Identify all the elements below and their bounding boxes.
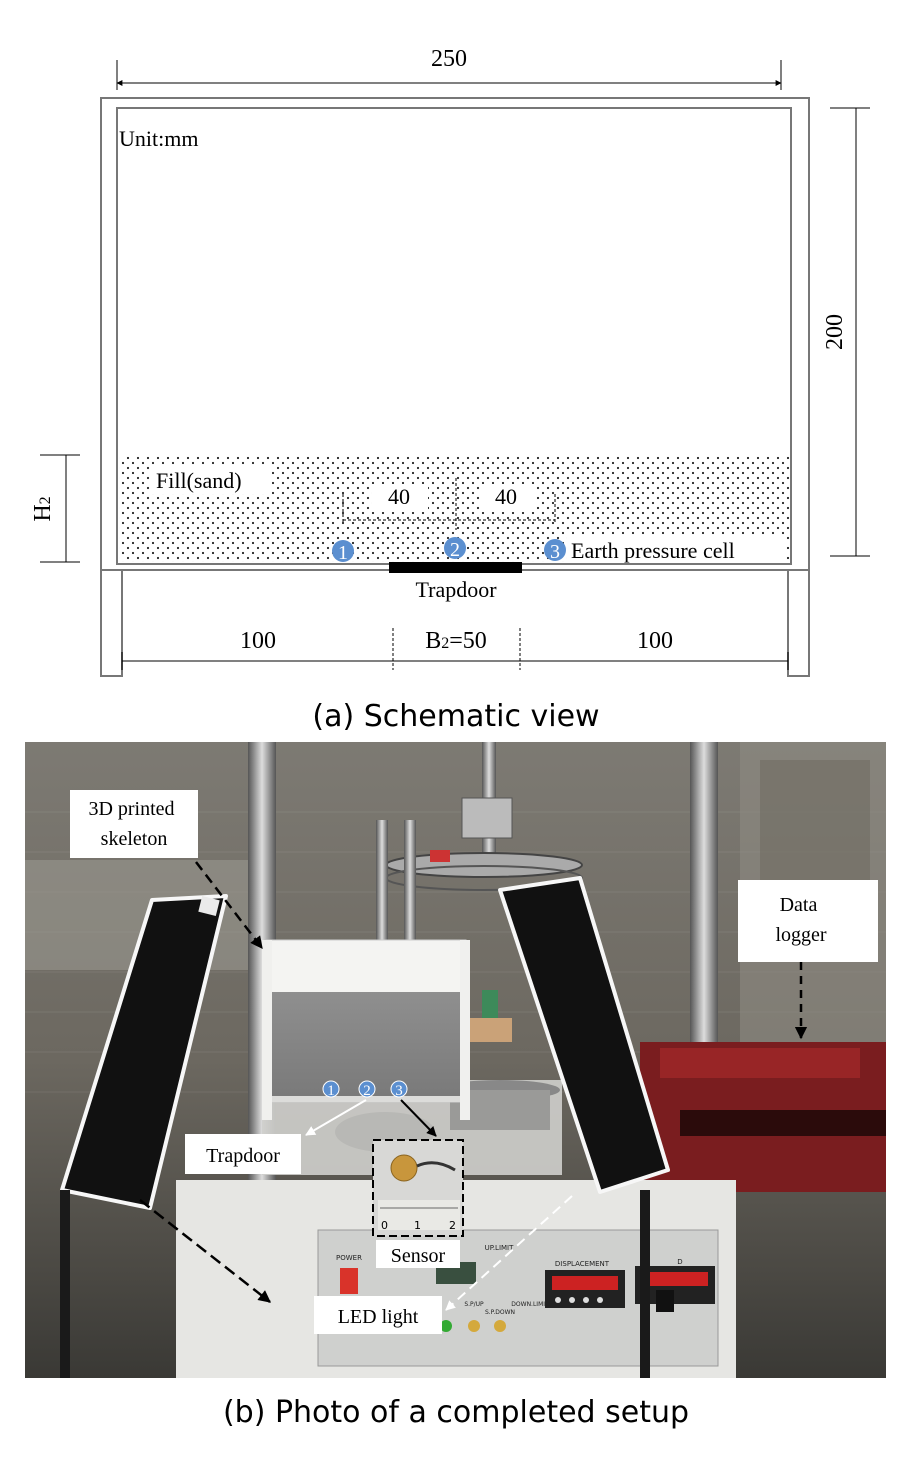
- ruler-tick-1: 1: [414, 1219, 421, 1232]
- callout-skeleton: 3D printed skeleton: [88, 798, 179, 850]
- setup-photo: POWER UP.LIMIT DISPLACEMENT D S.P/UP S.P…: [25, 742, 886, 1430]
- sensor-2: 2: [444, 537, 466, 561]
- sensor-3-legend: 3: [544, 539, 566, 563]
- callout-led-group: LED light: [139, 1195, 573, 1334]
- panel-uplimit-label: UP.LIMIT: [485, 1244, 515, 1252]
- trapdoor-bar: [389, 562, 522, 573]
- fill-height-label: H2: [30, 496, 56, 521]
- bottom-span-dimensions: 100 B2=50 100: [121, 628, 789, 670]
- svg-text:2: 2: [363, 1083, 371, 1099]
- right-span-label: 100: [637, 628, 673, 654]
- panel-load-label: D: [677, 1258, 682, 1266]
- svg-text:1: 1: [327, 1083, 335, 1099]
- svg-text:1: 1: [338, 542, 348, 564]
- trapdoor-span-label: B2=50: [425, 628, 487, 654]
- sensor-1: 1: [332, 540, 354, 564]
- callout-data-logger: Data logger: [775, 894, 826, 946]
- panel-spup-label: S.P/UP: [464, 1301, 484, 1308]
- callout-data-logger-line2: logger: [775, 924, 826, 946]
- led-panel-right: [498, 876, 670, 1194]
- svg-text:3: 3: [395, 1083, 403, 1099]
- height-dimension: 200: [822, 107, 870, 557]
- ruler-tick-0: 0: [381, 1219, 388, 1232]
- fill-height-dimension: H2: [30, 454, 80, 563]
- callout-skeleton-line2: skeleton: [101, 828, 168, 850]
- svg-text:3: 3: [550, 541, 560, 563]
- fill-label: Fill(sand): [156, 468, 242, 493]
- height-dimension-label: 200: [822, 314, 848, 350]
- trapdoor-label: Trapdoor: [415, 577, 497, 602]
- callout-data-logger-group: Data logger: [738, 880, 878, 1040]
- svg-text:2: 2: [450, 539, 460, 561]
- caption-a: (a) Schematic view: [312, 699, 599, 734]
- unit-label: Unit:mm: [119, 126, 198, 151]
- callout-data-logger-line1: Data: [780, 894, 818, 916]
- schematic-diagram: 250 Unit:mm Fill(sand) 40 40: [30, 46, 870, 734]
- panel-displacement-label: DISPLACEMENT: [555, 1260, 610, 1268]
- callout-led-light: LED light: [338, 1306, 419, 1328]
- callout-skeleton-line1: 3D printed: [88, 798, 174, 820]
- width-dimension: 250: [116, 46, 782, 90]
- panel-power-label: POWER: [336, 1254, 362, 1262]
- panel-downlimit-label: DOWN.LIMIT: [511, 1301, 549, 1308]
- photo-sensor-markers: 1 2 3: [322, 1080, 408, 1099]
- callout-trapdoor-group: Trapdoor: [185, 1099, 367, 1174]
- panel-spdown-label: S.P.DOWN: [485, 1309, 515, 1316]
- caption-b: (b) Photo of a completed setup: [223, 1395, 689, 1430]
- callout-sensor: Sensor: [391, 1245, 446, 1267]
- width-dimension-label: 250: [431, 46, 467, 72]
- sensor-spacing-left-label: 40: [388, 484, 410, 509]
- printed-box: [262, 939, 470, 1120]
- sensor-spacing-dimensions: 40 40: [342, 478, 556, 530]
- left-span-label: 100: [240, 628, 276, 654]
- sensor-spacing-right-label: 40: [495, 484, 517, 509]
- callout-trapdoor: Trapdoor: [206, 1145, 280, 1167]
- ruler-tick-2: 2: [449, 1219, 456, 1232]
- led-panel-left: [60, 894, 228, 1210]
- callout-skeleton-group: 3D printed skeleton: [70, 790, 263, 949]
- sensor-inset: 0 1 2 Sensor: [372, 1139, 464, 1268]
- sensor-legend-label: Earth pressure cell: [571, 538, 735, 563]
